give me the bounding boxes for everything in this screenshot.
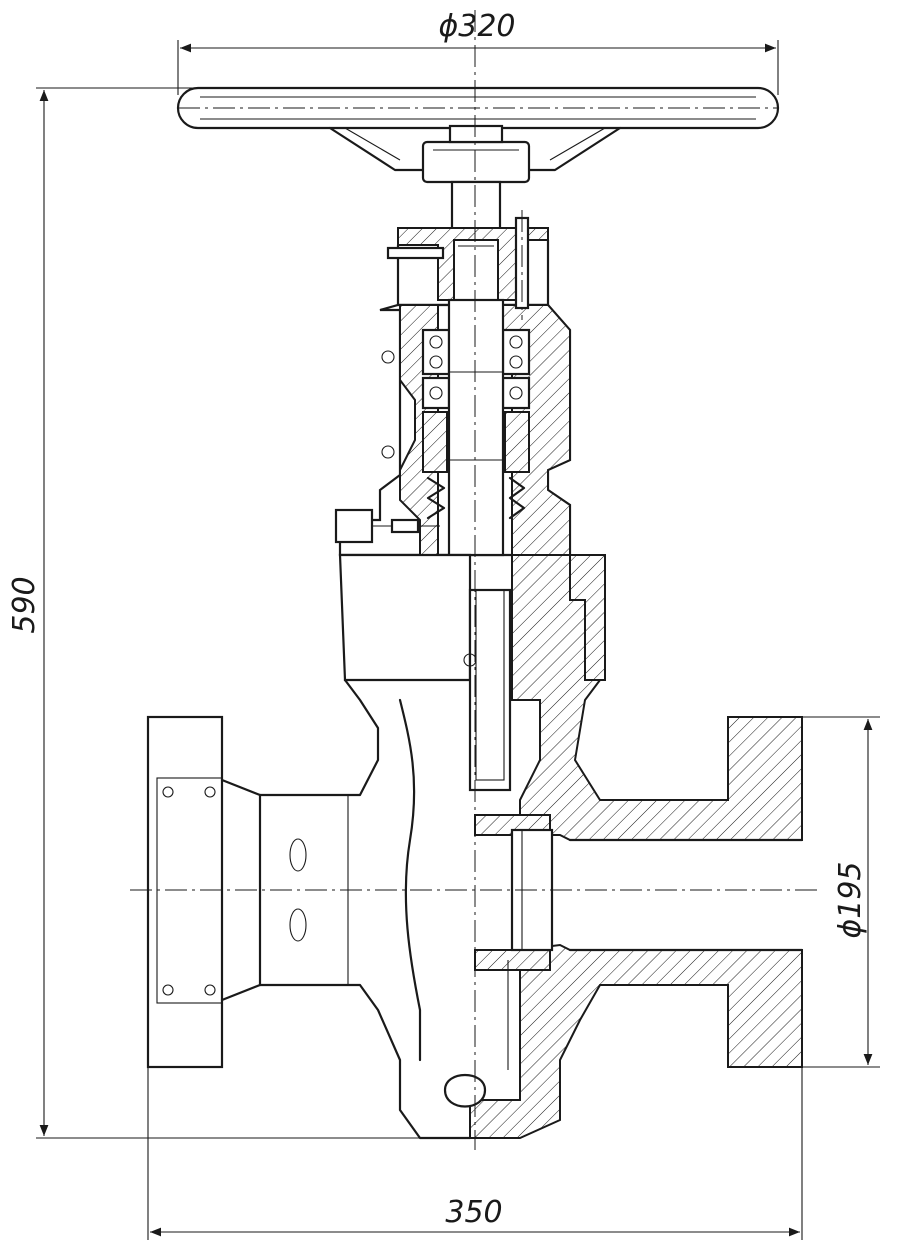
valve-body xyxy=(146,553,804,1140)
overall-height-label: 590 xyxy=(7,576,42,633)
dimension-handwheel-diameter: ϕ320 xyxy=(177,9,779,95)
handwheel-diameter-label: ϕ320 xyxy=(438,9,515,44)
flange-diameter-label: ϕ195 xyxy=(833,861,868,938)
face-to-face-label: 350 xyxy=(445,1195,502,1230)
dimension-face-to-face: 350 xyxy=(147,1067,803,1240)
bonnet xyxy=(334,210,572,557)
valve-stem xyxy=(450,180,502,304)
dimension-overall-height: 590 xyxy=(7,87,420,1139)
center-lines xyxy=(130,10,820,1150)
dimension-flange-diameter: ϕ195 xyxy=(802,716,880,1068)
handwheel xyxy=(176,86,780,184)
